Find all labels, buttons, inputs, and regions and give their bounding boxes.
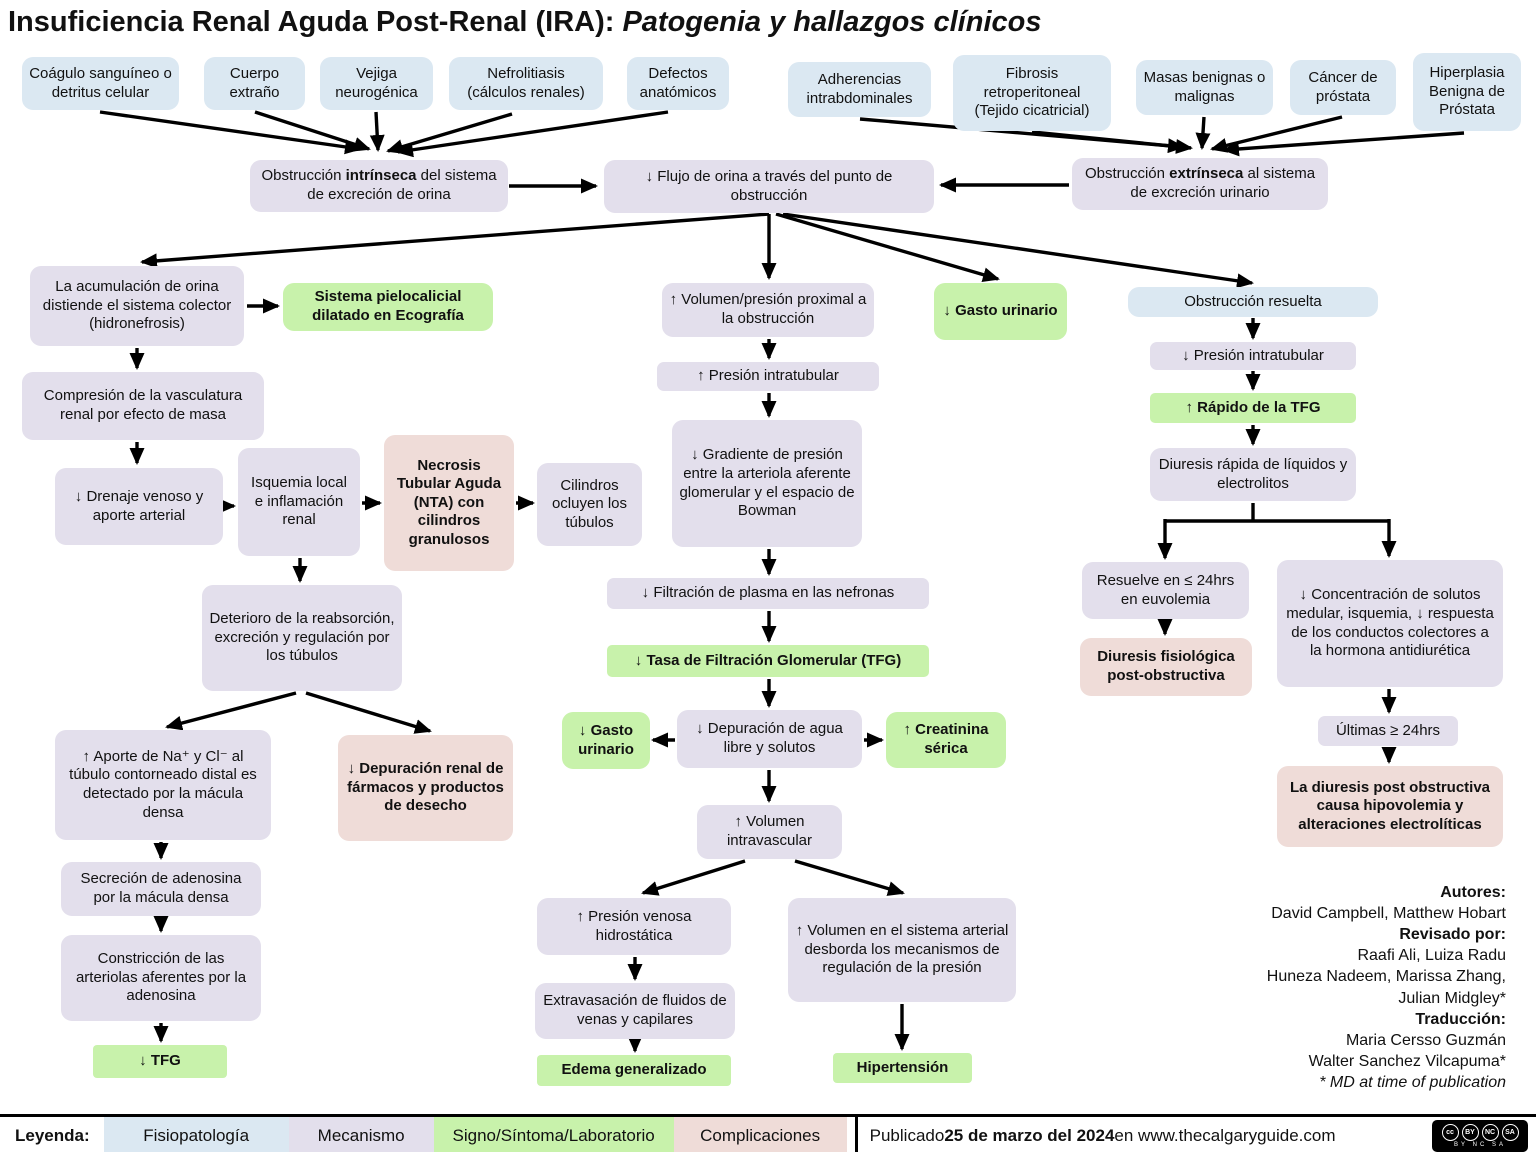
node-volumen-presion: ↑ Volumen/presión proximal a la obstrucc… [662,283,874,337]
cc-by-nc-sa-badge: cc BY NC SA BY NC SA [1432,1120,1528,1152]
node-obstruccion-extrinseca: Obstrucción extrínseca al sistema de exc… [1072,158,1328,210]
node-vejiga: Vejiga neurogénica [320,57,433,110]
credits-block: Autores: David Campbell, Matthew Hobart … [1106,882,1506,1093]
node-hipertension: Hipertensión [833,1053,972,1083]
legend-item-signo: Signo/Síntoma/Laboratorio [433,1117,674,1152]
node-obstruccion-resuelta: Obstrucción resuelta [1128,287,1378,317]
credits-line: Walter Sanchez Vilcapuma* [1308,1052,1506,1070]
publication-note: Publicado 25 de marzo del 2024 en www.th… [869,1126,1336,1145]
legend-divider [854,1117,858,1152]
node-pielocalicial: Sistema pielocalicial dilatado en Ecogra… [283,283,493,331]
node-gradiente: ↓ Gradiente de presión entre la arteriol… [672,420,862,547]
node-volumen-arterial: ↑ Volumen en el sistema arterial desbord… [788,898,1016,1002]
cc-nc-icon: NC [1481,1124,1499,1141]
legend-bar: Leyenda: Fisiopatología Mecanismo Signo/… [0,1114,1536,1152]
node-gasto-urinario-center: ↓ Gasto urinario [562,712,650,769]
node-obstruccion-intrinseca: Obstrucción intrínseca del sistema de ex… [250,160,508,212]
credits-authors-label: Autores: [1440,884,1506,901]
node-presion-intratubular-right: ↓ Presión intratubular [1150,342,1356,370]
credits-line: Julian Midgley* [1398,989,1506,1007]
node-extravasacion: Extravasación de fluidos de venas y capi… [535,983,735,1039]
node-diuresis-rapida: Diuresis rápida de líquidos y electrolit… [1150,448,1356,501]
node-rapido-tfg: ↑ Rápido de la TFG [1150,393,1356,423]
node-nefrolitiasis: Nefrolitiasis (cálculos renales) [449,57,603,110]
node-compresion: Compresión de la vasculatura renal por e… [22,372,264,440]
credits-line: Huneza Nadeem, Marissa Zhang, [1266,968,1506,986]
node-diuresis-fisiologica: Diuresis fisiológica post-obstructiva [1080,638,1252,696]
node-resuelve-24h: Resuelve en ≤ 24hrs en euvolemia [1082,562,1249,619]
legend-item-mecanismo: Mecanismo [288,1117,434,1152]
node-depuracion-agua: ↓ Depuración de agua libre y solutos [677,710,862,768]
legend-label: Leyenda: [15,1126,90,1145]
cc-sa-icon: SA [1501,1124,1519,1141]
cc-caption: BY NC SA [1454,1142,1506,1148]
node-flujo-orina: ↓ Flujo de orina a través del punto de o… [604,160,934,213]
page-title: Insuficiencia Renal Aguda Post-Renal (IR… [8,6,1042,38]
node-deterioro: Deterioro de la reabsorción, excreción y… [202,585,402,691]
credits-line: Maria Cersso Guzmán [1345,1031,1506,1049]
node-creatinina: ↑ Creatinina sérica [886,712,1006,768]
node-concentracion: ↓ Concentración de solutos medular, isqu… [1277,560,1503,687]
credits-reviewers-label: Revisado por: [1399,926,1506,944]
legend-item-complicaciones: Complicaciones [673,1117,847,1152]
page-subtitle: Patogenia y hallazgos clínicos [622,6,1042,38]
cc-icon: cc [1441,1124,1459,1141]
node-drenaje: ↓ Drenaje venoso y aporte arterial [55,468,223,545]
node-presion-intratubular: ↑ Presión intratubular [657,362,879,391]
cc-by-icon: BY [1461,1124,1479,1141]
node-ultimas-24h: Últimas ≥ 24hrs [1318,716,1458,746]
node-isquemia: Isquemia local e inflamación renal [238,448,360,556]
node-coagulo: Coágulo sanguíneo o detritus celular [22,57,179,110]
node-cuerpo-extrano: Cuerpo extraño [204,57,305,110]
node-fibrosis: Fibrosis retroperitoneal (Tejido cicatri… [953,55,1111,131]
node-cilindros: Cilindros ocluyen los túbulos [537,463,642,546]
node-secrecion-adenosina: Secreción de adenosina por la mácula den… [61,862,261,916]
node-masas: Masas benignas o malignas [1136,60,1273,115]
credits-translation-label: Traducción: [1415,1010,1506,1028]
node-volumen-intravascular: ↑ Volumen intravascular [697,805,842,859]
node-nta: Necrosis Tubular Aguda (NTA) con cilindr… [384,435,514,571]
credits-md-note: * MD at time of publication [1319,1073,1506,1091]
node-presion-venosa: ↑ Presión venosa hidrostática [537,898,731,955]
node-depuracion-farmacos: ↓ Depuración renal de fármacos y product… [338,735,513,841]
node-hiperplasia: Hiperplasia Benigna de Próstata [1413,53,1521,131]
node-tasa-tfg: ↓ Tasa de Filtración Glomerular (TFG) [607,645,929,677]
node-defectos: Defectos anatómicos [627,57,729,110]
credits-line: Raafi Ali, Luiza Radu [1357,947,1506,965]
node-filtracion: ↓ Filtración de plasma en las nefronas [607,578,929,609]
node-edema: Edema generalizado [537,1055,731,1086]
node-aporte-na-cl: ↑ Aporte de Na⁺ y Cl⁻ al túbulo contorne… [55,730,271,840]
legend-item-fisiopatologia: Fisiopatología [103,1117,289,1152]
node-diuresis-post: La diuresis post obstructiva causa hipov… [1277,766,1503,847]
credits-line: David Campbell, Matthew Hobart [1271,905,1506,923]
node-constriccion: Constricción de las arteriolas aferentes… [61,935,261,1021]
node-adherencias: Adherencias intrabdominales [788,62,931,117]
node-gasto-urinario-top: ↓ Gasto urinario [934,283,1067,340]
node-cancer-prostata: Cáncer de próstata [1290,60,1396,115]
node-acumulacion: La acumulación de orina distiende el sis… [30,266,244,346]
node-tfg-left: ↓ TFG [93,1045,227,1078]
